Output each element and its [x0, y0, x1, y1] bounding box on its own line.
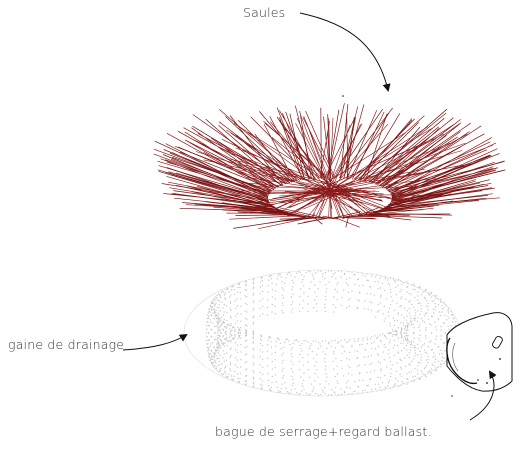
cap-dot [493, 375, 495, 377]
cap-dot [477, 379, 479, 381]
willow-crown [154, 103, 506, 229]
torus-dots [206, 271, 457, 395]
cap-dot [451, 395, 452, 396]
label-drainage-sheath: gaine de drainage [8, 337, 124, 352]
label-willows: Saules [243, 5, 285, 20]
cap-dot [486, 382, 488, 384]
arrow-willows [300, 13, 388, 90]
arrow-drainage [123, 335, 186, 350]
cap-dot [499, 358, 501, 360]
label-clamp-ring: bague de serrage+regard ballast. [215, 424, 432, 439]
cap-outer-outline [447, 313, 512, 392]
tiny-dot [342, 95, 344, 97]
drainage-sheath-torus [184, 270, 460, 396]
